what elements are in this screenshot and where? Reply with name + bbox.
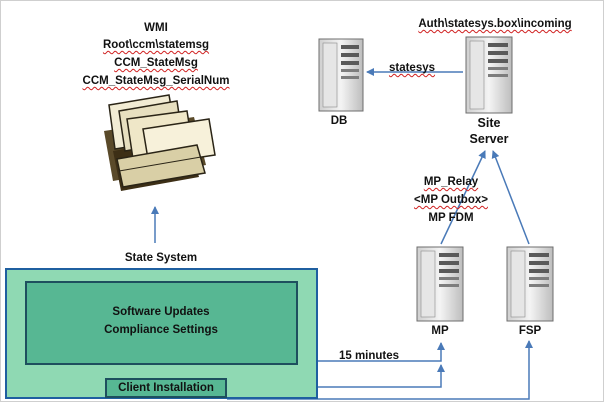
arrow-client-install-to-fsp [227,340,533,400]
compliance-settings-label: Compliance Settings [104,324,218,336]
site-server-label-line1: Site [477,116,501,130]
mp-relay-label: MP_Relay [423,176,479,188]
arrow-fsp-to-site-server [491,150,530,245]
fsp-label: FSP [518,325,542,337]
interval-label: 15 minutes [338,350,400,362]
wmi-class-serialnum: CCM_StateMsg_SerialNum [82,75,230,87]
client-installation-box [105,378,227,398]
client-agents-box [25,281,298,365]
wmi-label: WMI [144,22,168,34]
mp-fdm-label: MP FDM [428,212,474,224]
inbox-path-label: Auth\statesys.box\incoming [418,18,572,30]
statesys-label: statesys [388,62,436,74]
software-updates-label: Software Updates [112,306,210,318]
db-server-icon [318,38,364,112]
mp-label: MP [431,325,449,337]
site-server-label-line2: Server [469,132,509,146]
wmi-class-statemsg: CCM_StateMsg [114,57,198,69]
arrow-updates-to-mp [297,342,445,362]
wmi-namespace: Root\ccm\statemsg [102,39,210,51]
fsp-server-icon [506,246,554,322]
mp-outbox-label: <MP Outbox> [414,194,488,206]
site-server-icon [465,36,513,114]
arrow-mp-to-site-server [440,150,486,245]
client-installation-label: Client Installation [118,382,214,394]
db-label: DB [330,115,348,127]
state-system-label: State System [124,252,198,264]
mp-server-icon [416,246,464,322]
message-store-icon [104,94,216,191]
